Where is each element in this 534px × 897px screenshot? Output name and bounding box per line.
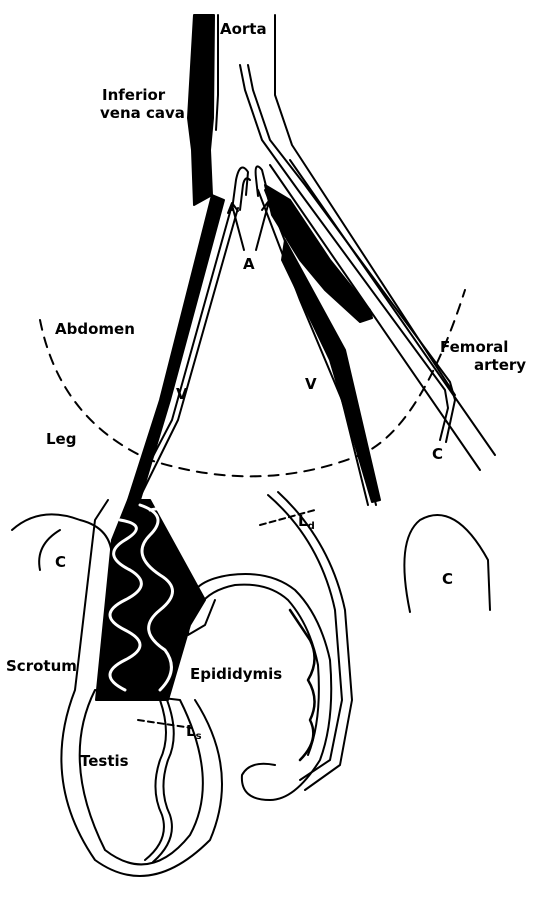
label-vena-cava: vena cava [100, 104, 185, 122]
ls-subscript: s [196, 731, 202, 742]
arrow-a-right [256, 202, 272, 250]
label-v-left: V [176, 385, 188, 403]
label-epididymis: Epididymis [190, 665, 282, 683]
label-artery: artery [474, 356, 526, 374]
ld-main: L [298, 512, 308, 530]
label-inferior: Inferior [102, 86, 165, 104]
label-a: A [243, 255, 255, 273]
label-testis: Testis [80, 752, 129, 770]
epididymis-wavy [290, 610, 315, 760]
right-thigh-curve [404, 515, 490, 612]
label-femoral: Femoral [440, 338, 508, 356]
label-abdomen: Abdomen [55, 320, 135, 338]
label-leg: Leg [46, 430, 76, 448]
ld-subscript: d [308, 521, 315, 532]
label-c-right-mid: C [432, 445, 443, 463]
label-aorta: Aorta [220, 20, 267, 38]
label-ls: Ls [186, 722, 202, 746]
aorta-right-wall [275, 15, 455, 395]
loop-left-inner [240, 178, 250, 210]
abdomen-boundary-dashed [40, 290, 465, 476]
ls-main: L [186, 722, 196, 740]
aorta-left-wall [216, 15, 218, 130]
left-vein-black [128, 195, 224, 500]
label-c-left: C [55, 553, 66, 571]
vas-deferens-outer [268, 495, 342, 780]
label-c-right-low: C [442, 570, 453, 588]
inferior-vena-cava [188, 15, 214, 205]
label-ld: Ld [298, 512, 315, 536]
vas-deferens-inner [278, 492, 352, 790]
label-v-right: V [305, 375, 317, 393]
label-scrotum: Scrotum [6, 657, 77, 675]
femoral-artery-inner [270, 165, 480, 470]
testis-outline [80, 690, 203, 864]
